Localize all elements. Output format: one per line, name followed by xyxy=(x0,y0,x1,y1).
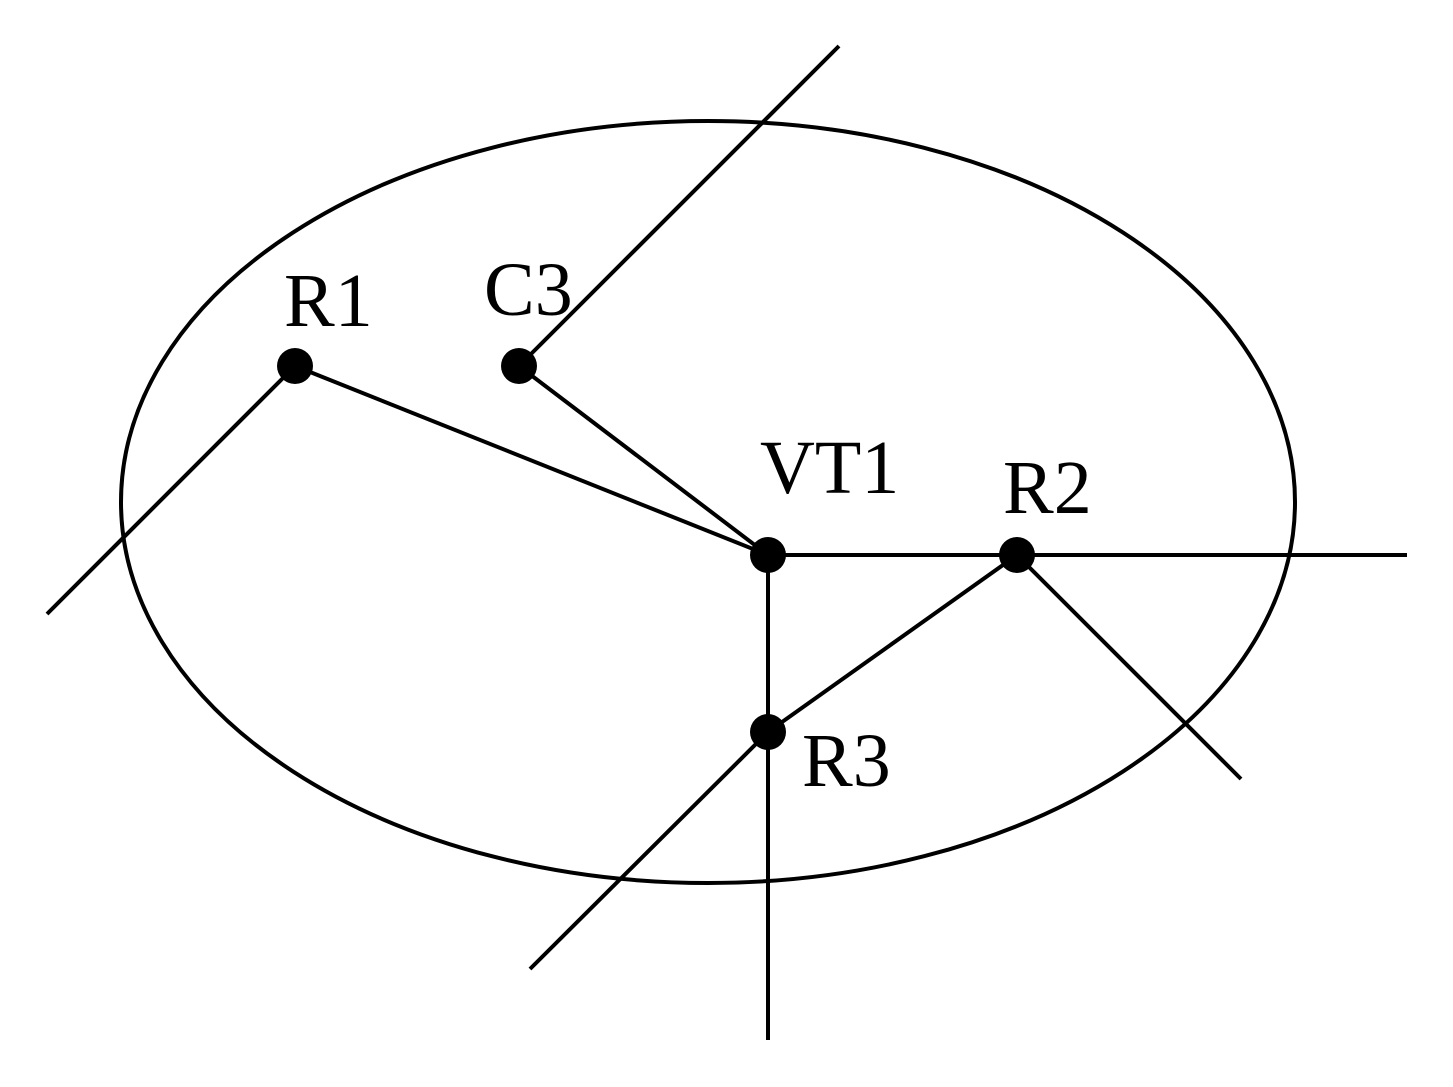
label-r3: R3 xyxy=(802,719,891,803)
nodes-layer xyxy=(277,348,1035,750)
lead-line-c3 xyxy=(517,44,841,368)
lead-line-r2-diagonal xyxy=(1015,553,1243,781)
node-vt1 xyxy=(750,537,786,573)
connection-r1-vt1 xyxy=(294,364,769,557)
node-r1 xyxy=(277,348,313,384)
label-c3: C3 xyxy=(484,248,573,332)
node-r2 xyxy=(999,537,1035,573)
boundary-ellipse xyxy=(119,119,1297,885)
label-r1: R1 xyxy=(284,259,373,343)
connections-layer xyxy=(294,364,1019,734)
node-c3 xyxy=(501,348,537,384)
lead-line-r1 xyxy=(45,364,297,616)
lead-line-r3-diagonal xyxy=(528,730,770,971)
connection-r3-r2 xyxy=(766,553,1019,734)
connection-c3-vt1 xyxy=(517,364,770,557)
label-vt1: VT1 xyxy=(760,426,899,510)
node-r3 xyxy=(750,714,786,750)
label-r2: R2 xyxy=(1003,446,1092,530)
